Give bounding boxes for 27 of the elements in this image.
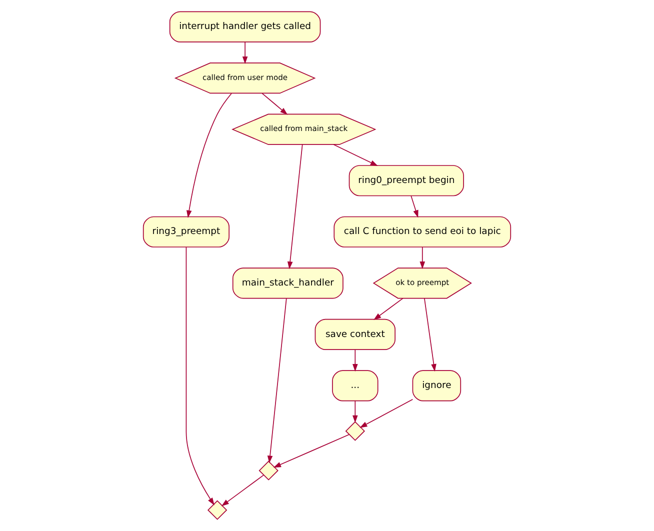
node-box: ring3_preempt: [142, 216, 230, 248]
node-box: ring0_preempt begin: [348, 165, 464, 196]
arrow: [262, 92, 288, 115]
node-box: interrupt handler gets called: [169, 11, 321, 42]
node-diamond: [207, 500, 228, 520]
arrow: [374, 298, 404, 320]
node-box: main_stack_handler: [232, 268, 344, 299]
arrow: [273, 434, 350, 468]
node-box: save context: [314, 318, 396, 350]
arrow: [352, 400, 358, 423]
arrow: [221, 474, 264, 506]
arrow: [352, 349, 358, 372]
arrow: [360, 398, 414, 428]
node-box: ...: [332, 370, 378, 402]
arrow: [267, 298, 287, 464]
arrow: [186, 93, 232, 218]
arrow: [420, 246, 426, 270]
arrow: [186, 246, 214, 506]
node-diamond: [345, 421, 365, 441]
arrow: [242, 42, 248, 64]
node-box: ignore: [412, 370, 462, 402]
node-box: call C function to send eoi to lapic: [334, 216, 512, 248]
arrow: [333, 144, 378, 166]
node-diamond: [258, 460, 278, 480]
arrow: [410, 195, 418, 218]
arrow: [424, 298, 436, 372]
arrow: [287, 144, 303, 270]
